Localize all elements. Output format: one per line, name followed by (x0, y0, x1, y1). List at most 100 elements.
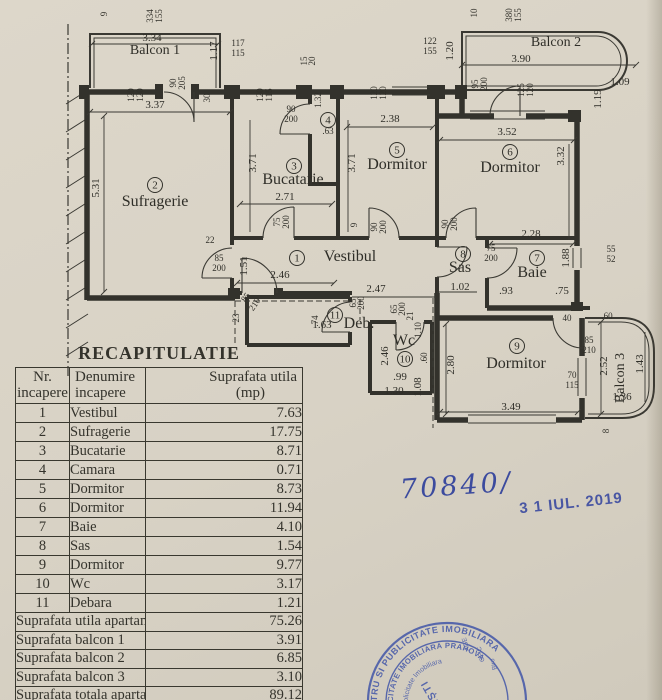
dimension-label: 210 (582, 345, 596, 355)
dimension-label: 1.09 (610, 76, 630, 88)
dimension-label: 90 (287, 104, 297, 114)
room-number-badge: 9 (509, 338, 525, 354)
dimension-label: 40 (563, 313, 573, 323)
cell-nr: 11 (15, 593, 70, 613)
summary-value: 3.10 (145, 667, 303, 687)
room-number-badge: 3 (286, 158, 302, 174)
dimension-label: 155 (423, 46, 437, 56)
room-label: Balcon 2 (531, 35, 581, 50)
summary-value: 3.91 (145, 630, 303, 650)
dimension-label: 10 (469, 8, 479, 18)
dimension-label: 200 (284, 114, 298, 124)
room-number-badge: 4 (320, 112, 336, 128)
room-number-badge: 1 (289, 250, 305, 266)
dimension-label: 65 (389, 304, 399, 314)
room-number-badge: 11 (327, 307, 343, 323)
stamp-fragment: OFIC (476, 645, 487, 662)
svg-text:1: 1 (294, 253, 300, 265)
room-label: Bucatarie (262, 171, 323, 188)
cell-area: 9.77 (145, 555, 303, 575)
dimension-label: 90 (168, 78, 178, 88)
room-number-badge: 10 (397, 351, 413, 367)
dimension-label: 120 (135, 88, 145, 102)
dimension-label: 2.38 (380, 113, 400, 125)
dimension-label: 1.88 (560, 248, 572, 268)
dimension-label: 90 (369, 222, 379, 232)
cell-area: 7.63 (145, 403, 303, 423)
dimension-label: 122 (423, 36, 437, 46)
stamp-center-text: PLOIEȘTI (418, 678, 458, 700)
cell-nr: 3 (15, 441, 70, 461)
dimension-label: 1.10 (413, 322, 423, 338)
summary-value: 89.12 (145, 686, 303, 700)
dimension-label: 125 (516, 83, 526, 97)
dimension-label: 1.63 (312, 319, 332, 331)
cell-name: Sufragerie (69, 422, 146, 442)
cell-nr: 8 (15, 536, 70, 556)
exterior-walls (84, 89, 585, 423)
cell-name: Vestibul (69, 403, 146, 423)
summary-label: Suprafata totala apartament (15, 686, 146, 700)
svg-text:6: 6 (507, 147, 513, 159)
room-label: Balcon 1 (130, 43, 180, 58)
header-suprafata: Suprafata utila(mp) (145, 367, 303, 404)
dimension-label: 120 (525, 83, 535, 97)
dimension-label: 95 (470, 79, 480, 89)
dimension-label: 2.80 (445, 355, 457, 375)
dimension-label: 380 (504, 8, 514, 22)
svg-text:10: 10 (400, 354, 412, 366)
cell-name: Wc (69, 574, 146, 594)
room-label: Balcon 3 (613, 353, 628, 403)
dimension-label: 8 (601, 428, 611, 433)
summary-label: Suprafata utila apartament (15, 612, 146, 632)
stamp-fragment: AGE (461, 636, 471, 652)
dimension-label: .93 (499, 285, 513, 297)
dimension-label: 200 (397, 302, 407, 316)
dimension-label: 3.71 (346, 153, 358, 172)
cell-nr: 9 (15, 555, 70, 575)
dimension-label: 1.17 (208, 41, 220, 61)
scan-edge-shadow (646, 0, 662, 700)
cell-area: 3.17 (145, 574, 303, 594)
dimension-label: .60 (601, 311, 613, 321)
cell-nr: 2 (15, 422, 70, 442)
cell-name: Baie (69, 517, 146, 537)
svg-text:2: 2 (152, 180, 158, 192)
cell-name: Debara (69, 593, 146, 613)
dimension-label: 115 (231, 48, 245, 58)
dimension-label: 1.20 (444, 41, 456, 61)
summary-label: Suprafata balcon 2 (15, 649, 146, 669)
dimension-label: 22 (206, 235, 215, 245)
dimension-label: 155 (513, 8, 523, 22)
dashed-projection-lines (234, 298, 434, 428)
dimension-label: 20 (307, 56, 317, 66)
cell-area: 11.94 (145, 498, 303, 518)
wall-piers (79, 84, 583, 311)
room-number-badge: 7 (529, 250, 545, 266)
dimension-label: 5.31 (90, 178, 102, 197)
dimension-label: 70 (568, 370, 578, 380)
dimension-label: 3.37 (145, 99, 165, 111)
handwritten-registration-number: 70840/ (399, 466, 514, 506)
dimension-label: 3.49 (501, 401, 521, 413)
svg-text:8: 8 (460, 249, 466, 261)
dimension-label: .63 (322, 126, 334, 136)
svg-text:5: 5 (394, 145, 400, 157)
dimension-label: 200 (449, 217, 459, 231)
cell-name: Dormitor (69, 555, 146, 575)
summary-row: Suprafata totala apartament89.12 (15, 686, 303, 700)
dimension-label: 15 (299, 56, 309, 66)
room-label: Dormitor (367, 156, 427, 173)
property-line (65, 24, 89, 376)
cell-name: Camara (69, 460, 146, 480)
dimension-label: 3.90 (511, 53, 531, 65)
